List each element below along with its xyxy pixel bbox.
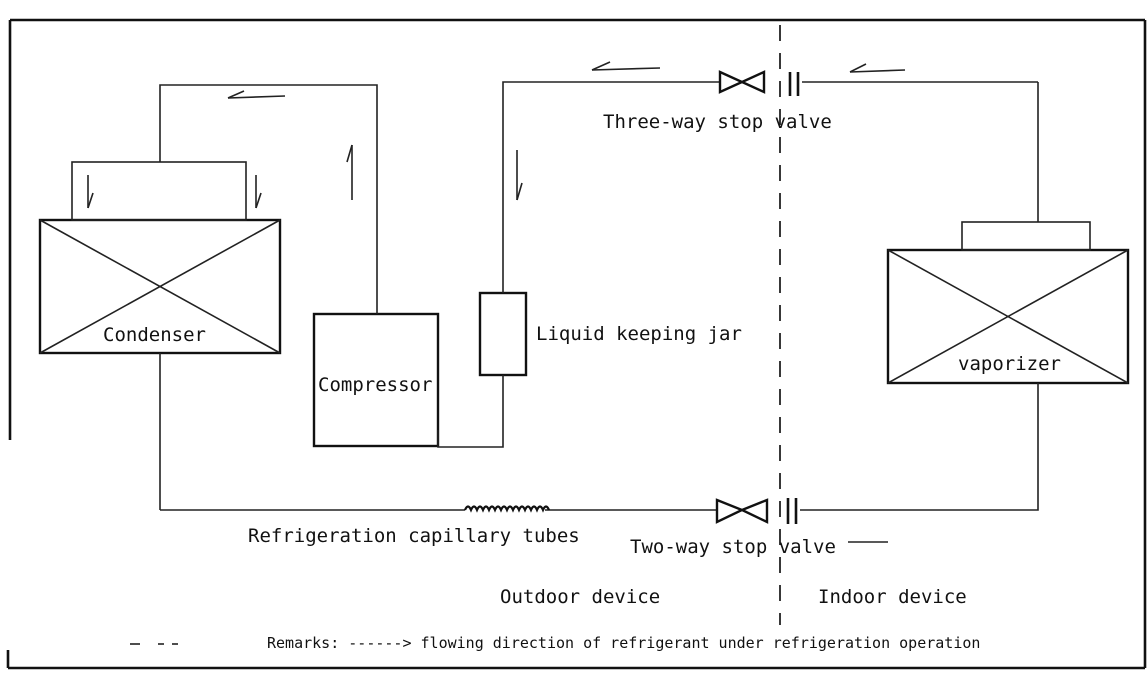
condenser-label: Condenser	[103, 324, 206, 346]
two-way-valve-label: Two-way stop valve	[630, 536, 836, 558]
indoor-device-label: Indoor device	[818, 586, 967, 608]
capillary-label: Refrigeration capillary tubes	[248, 525, 580, 547]
capillary-coil	[463, 505, 551, 513]
liquid-jar-label: Liquid keeping jar	[536, 323, 742, 345]
vaporizer-unit	[886, 221, 1130, 385]
two-way-valve-symbol	[715, 498, 798, 524]
remarks-text: Remarks: ------> flowing direction of re…	[267, 634, 980, 652]
outer-frame	[6, 18, 1147, 670]
outdoor-device-label: Outdoor device	[500, 586, 660, 608]
compressor-unit	[312, 312, 440, 448]
compressor-label: Compressor	[318, 374, 432, 396]
vaporizer-label: vaporizer	[958, 353, 1061, 375]
three-way-valve-symbol	[718, 70, 800, 96]
piping	[159, 81, 1039, 511]
liquid-jar-unit	[478, 291, 528, 377]
flow-arrows	[87, 61, 906, 543]
three-way-valve-label: Three-way stop valve	[603, 111, 832, 133]
